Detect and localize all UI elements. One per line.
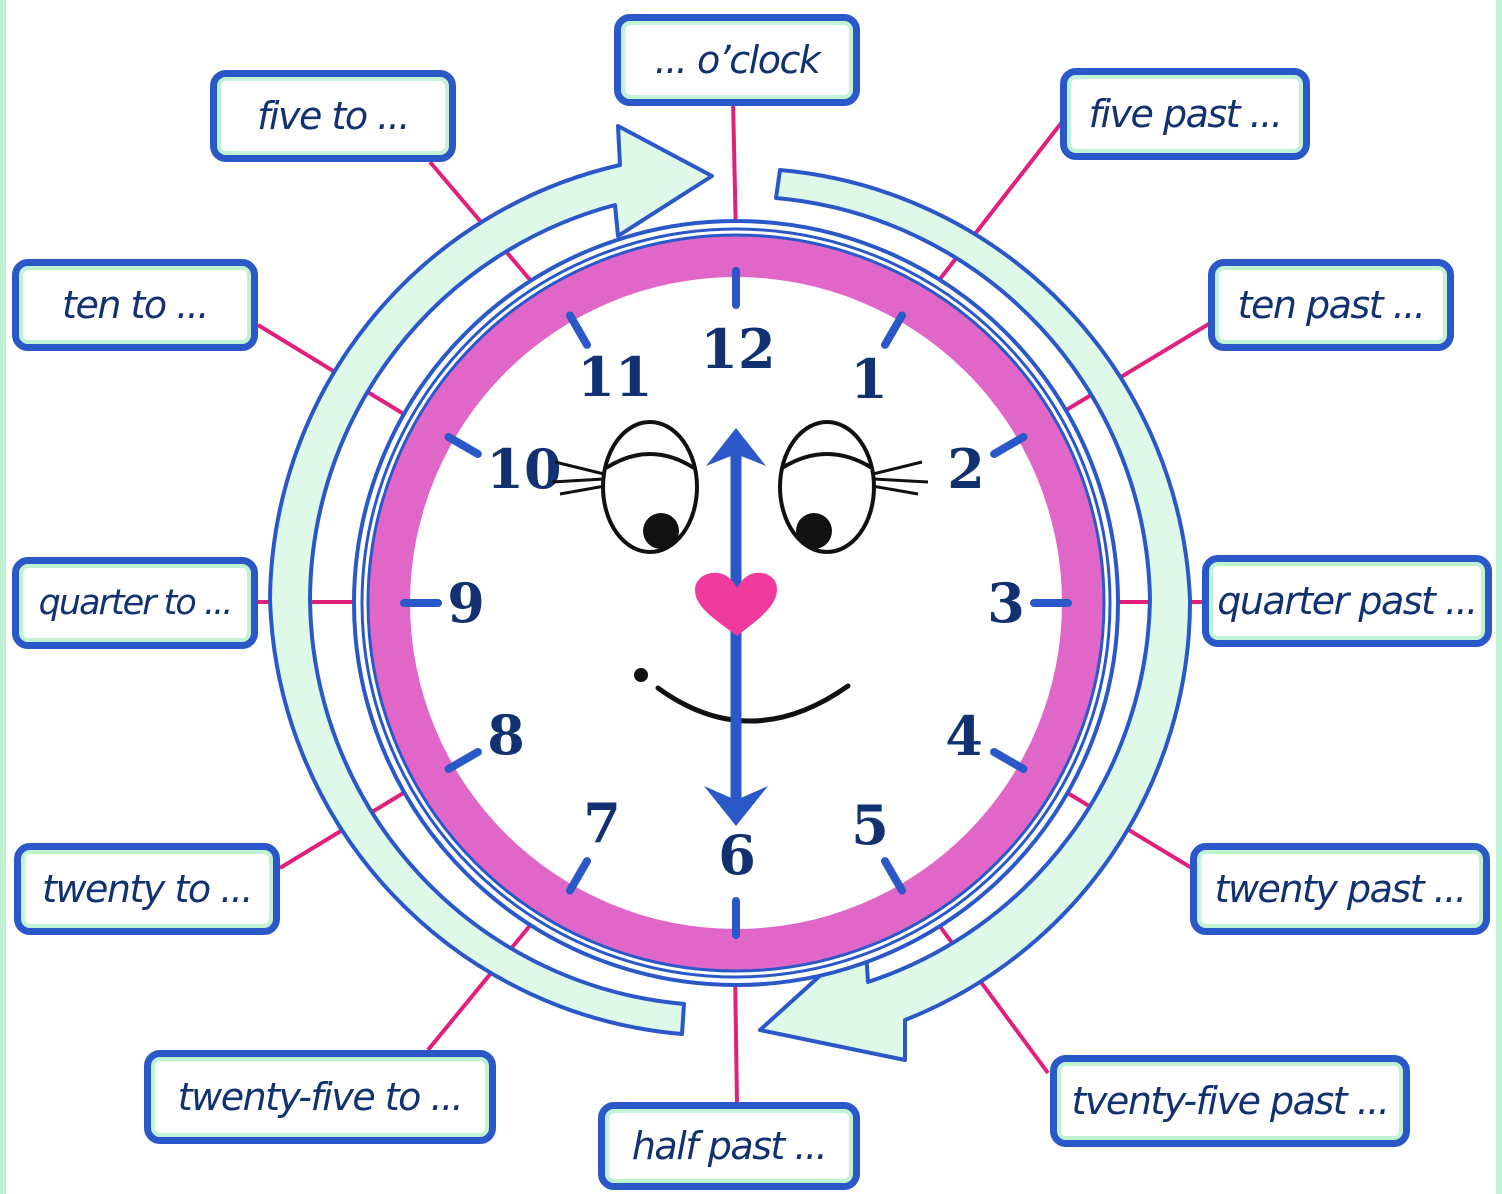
label-ten-past: ten past ... [1208,259,1454,351]
numeral-6: 6 [718,823,756,887]
numeral-3: 3 [987,571,1025,635]
numeral-10: 10 [486,437,561,501]
label-quarter-past: quarter past ... [1202,555,1492,647]
numeral-2: 2 [947,437,985,501]
numeral-5: 5 [851,793,889,857]
label-half-past: half past ... [598,1102,860,1190]
label-five-to: five to ... [210,70,456,162]
numeral-11: 11 [577,345,652,409]
label-twenty-past: twenty past ... [1190,843,1490,935]
smile-dimple [634,668,648,682]
label-ten-to: ten to ... [12,259,258,351]
connector-half-past [735,968,737,1104]
numeral-8: 8 [487,703,525,767]
numeral-1: 1 [850,347,888,411]
label-twenty-to: twenty to ... [14,843,280,935]
label-twenty-five-past: tventy-five past ... [1050,1055,1410,1147]
numeral-12: 12 [700,317,775,381]
label-five-past: five past ... [1060,68,1310,160]
connector-oclock [733,100,736,238]
numeral-4: 4 [945,704,983,768]
label-oclock: ... o’clock [614,14,860,106]
numeral-9: 9 [447,571,485,635]
label-twenty-five-to: twenty-five to ... [144,1050,496,1144]
label-quarter-to: quarter to ... [12,557,258,649]
numeral-7: 7 [583,791,621,855]
